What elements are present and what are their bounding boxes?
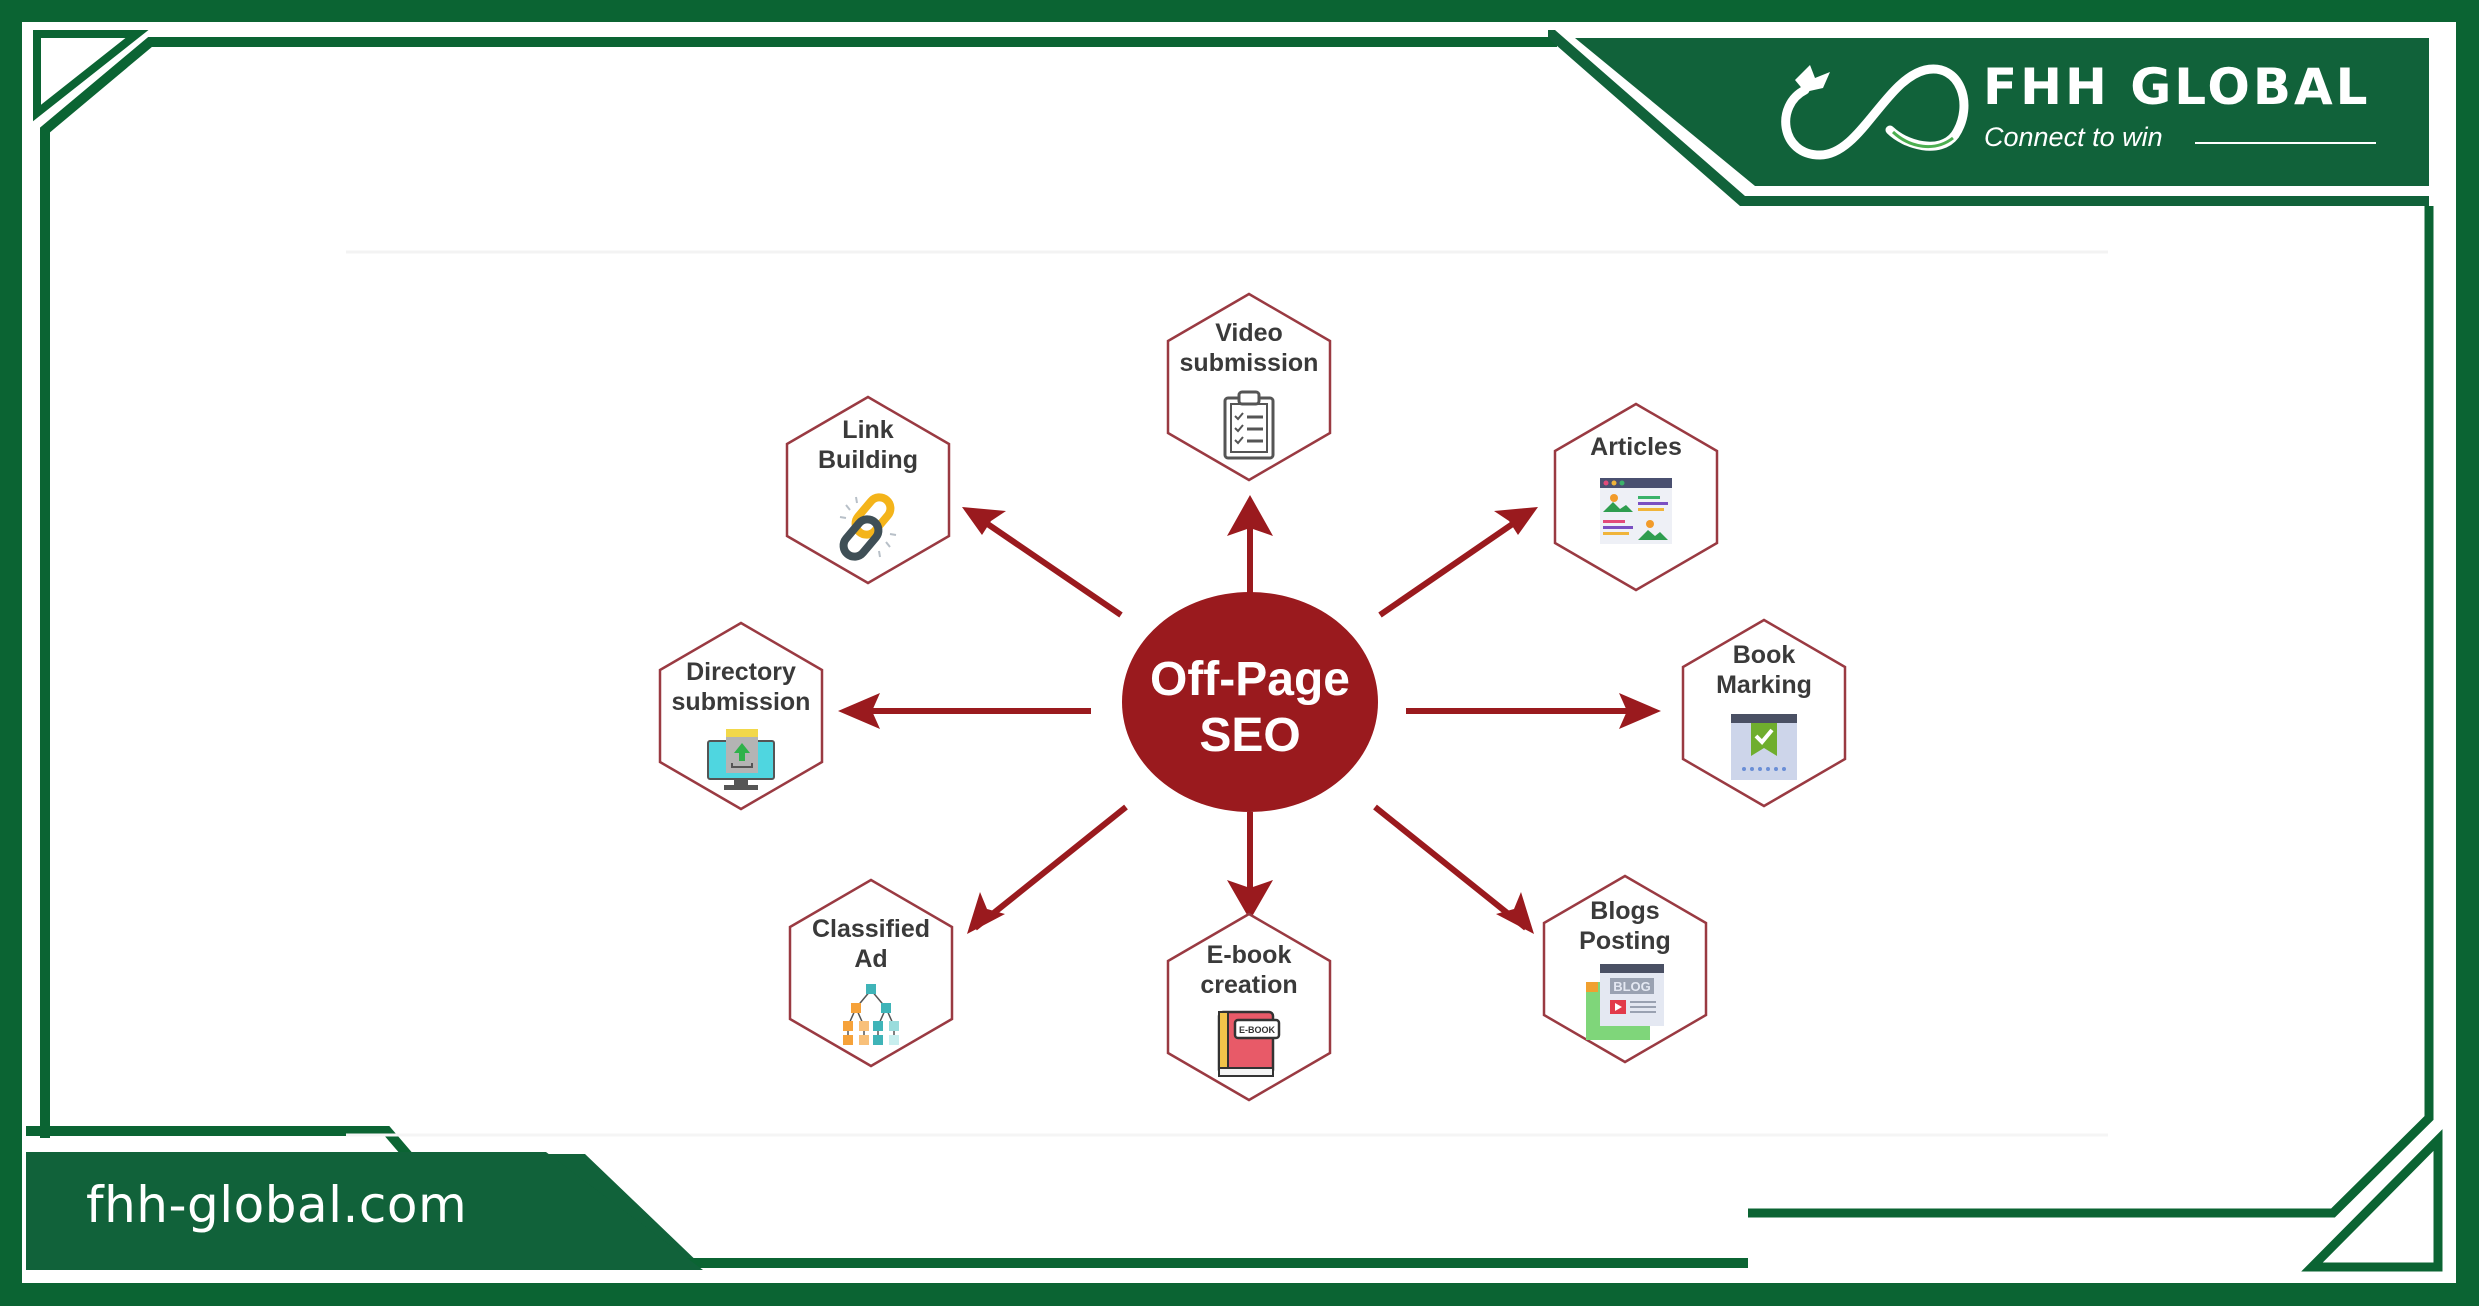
node-label-line2: submission (671, 688, 811, 716)
node-label-line1: Link (842, 416, 894, 444)
node-label-line2: Building (818, 446, 918, 474)
node-label-line2: Ad (854, 945, 888, 973)
fhh-logo-icon (1781, 64, 1969, 160)
ebook-badge: E-BOOK (1239, 1025, 1276, 1035)
node-label-line1: Articles (1590, 433, 1682, 461)
center-label-line2: SEO (1199, 709, 1301, 762)
arrow-to-blogs (1373, 804, 1528, 931)
node-classified-ad[interactable]: Classified Ad (788, 878, 954, 1068)
brand-name: FHH GLOBAL (1983, 58, 2371, 116)
node-label-line2: Marking (1716, 671, 1812, 699)
node-blogs-posting[interactable]: Blogs Posting BLOG (1542, 874, 1708, 1064)
center-label-line1: Off-Page (1149, 653, 1350, 706)
ebook-icon: E-BOOK (1217, 1010, 1281, 1077)
arrow-to-articles (1378, 509, 1532, 618)
website-url[interactable]: fhh-global.com (86, 1176, 468, 1234)
node-label-line1: Classified (811, 915, 931, 943)
node-label-line1: Book (1732, 641, 1796, 669)
article-layout-icon (1600, 478, 1672, 544)
node-label-line1: E-book (1206, 941, 1292, 969)
bookmark-check-icon (1731, 714, 1797, 780)
blog-badge: BLOG (1613, 979, 1651, 994)
blog-window-icon: BLOG (1586, 964, 1664, 1040)
brand-tagline: Connect to win (1984, 122, 2163, 152)
node-label-line2: creation (1200, 971, 1298, 999)
node-articles[interactable]: Articles (1553, 402, 1719, 592)
node-video-submission[interactable]: Video submission (1166, 292, 1332, 482)
arrow-to-classified (973, 804, 1128, 931)
node-book-marking[interactable]: Book Marking (1681, 618, 1847, 808)
center-label: Off-Page SEO (1122, 652, 1378, 764)
node-directory-submission[interactable]: Directory submission (658, 621, 824, 811)
arrow-to-link (968, 509, 1123, 618)
node-label-line1: Blogs (1590, 897, 1660, 925)
hierarchy-tree-icon (843, 984, 899, 1045)
node-label-line1: Video (1215, 319, 1283, 347)
monitor-upload-icon (707, 729, 775, 790)
center-ellipse (1122, 592, 1378, 812)
node-label-line2: Posting (1579, 927, 1671, 955)
node-ebook-creation[interactable]: E-book creation E-BOOK (1166, 912, 1332, 1102)
node-label-line2: submission (1179, 349, 1319, 377)
chain-link-icon (839, 493, 897, 561)
node-label-line1: Directory (686, 658, 796, 686)
clipboard-checklist-icon (1223, 390, 1275, 460)
node-link-building[interactable]: Link Building (785, 395, 951, 585)
